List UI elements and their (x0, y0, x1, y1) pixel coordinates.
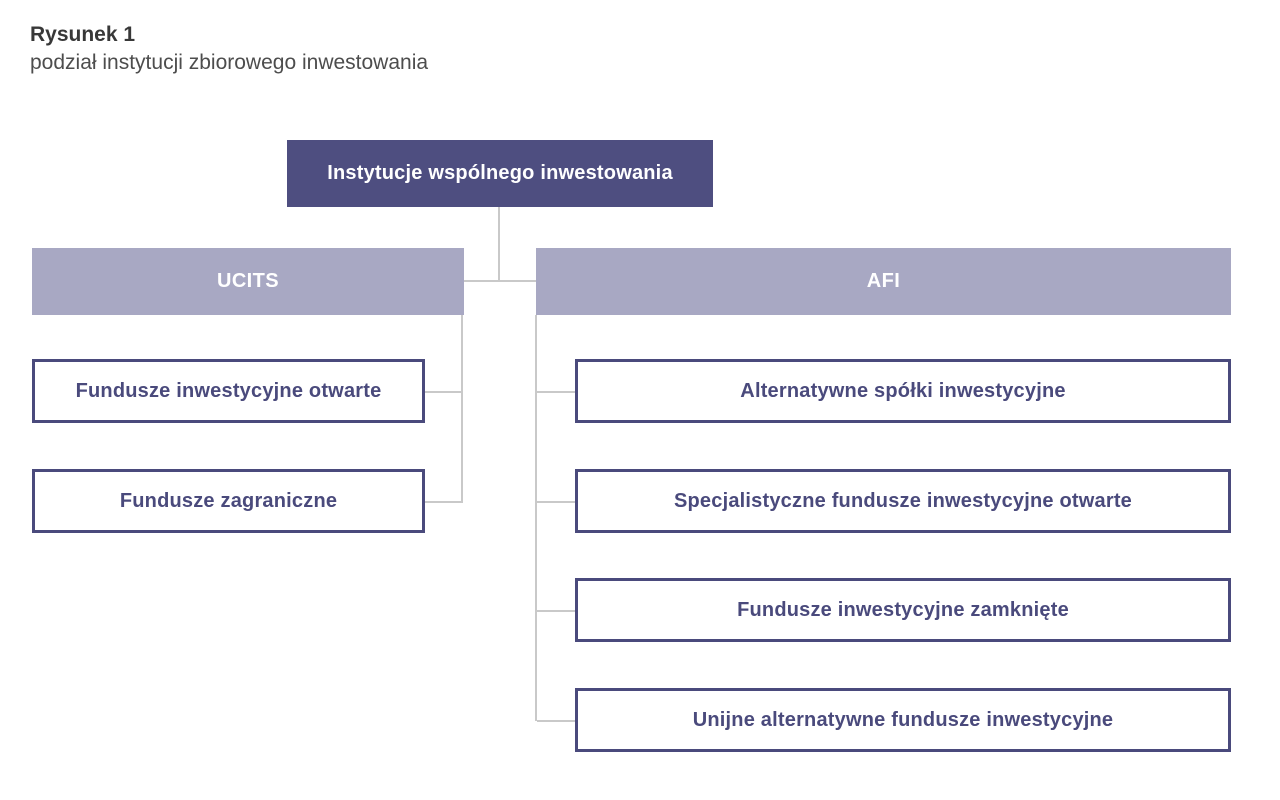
connector-afi-stub-2 (537, 501, 575, 503)
leaf-label: Alternatywne spółki inwestycyjne (740, 379, 1066, 402)
node-root-label: Instytucje wspólnego inwestowania (327, 162, 673, 184)
connector-root-stem (498, 207, 500, 281)
connector-afi-stub-3 (537, 610, 575, 612)
leaf-label: Fundusze zagraniczne (119, 489, 338, 512)
connector-ucits-stub-2 (423, 501, 463, 503)
connector-afi-stub-1 (537, 391, 575, 393)
node-fundusze-inwestycyjne-zamkniete: Fundusze inwestycyjne zamknięte (575, 578, 1231, 642)
node-afi: AFI (536, 248, 1231, 315)
figure-title: podział instytucji zbiorowego inwestowan… (30, 51, 429, 74)
leaf-label: Fundusze inwestycyjne zamknięte (737, 598, 1069, 621)
leaf-label: Unijne alternatywne fundusze inwestycyjn… (692, 708, 1114, 731)
leaf-label: Specjalistyczne fundusze inwestycyjne ot… (673, 489, 1133, 512)
node-ucits: UCITS (32, 248, 464, 315)
connector-afi-stem (535, 315, 537, 721)
node-ucits-label: UCITS (217, 270, 279, 292)
figure-caption: Rysunek 1 podział instytucji zbiorowego … (30, 21, 428, 77)
connector-ucits-stub-1 (423, 391, 463, 393)
node-alternatywne-spolki-inwestycyjne: Alternatywne spółki inwestycyjne (575, 359, 1231, 423)
connector-afi-stub-4 (537, 720, 575, 722)
leaf-label: Fundusze inwestycyjne otwarte (75, 379, 382, 402)
connector-ucits-stem (461, 315, 463, 502)
node-afi-label: AFI (866, 270, 901, 292)
node-unijne-alternatywne-fundusze-inwestycyjne: Unijne alternatywne fundusze inwestycyjn… (575, 688, 1231, 752)
node-fundusze-inwestycyjne-otwarte: Fundusze inwestycyjne otwarte (32, 359, 425, 423)
figure-number: Rysunek 1 (30, 23, 136, 46)
node-specjalistyczne-fundusze-inwestycyjne-otwarte: Specjalistyczne fundusze inwestycyjne ot… (575, 469, 1231, 533)
connector-root-crossbar (463, 280, 537, 282)
node-root: Instytucje wspólnego inwestowania (287, 140, 713, 207)
node-fundusze-zagraniczne: Fundusze zagraniczne (32, 469, 425, 533)
